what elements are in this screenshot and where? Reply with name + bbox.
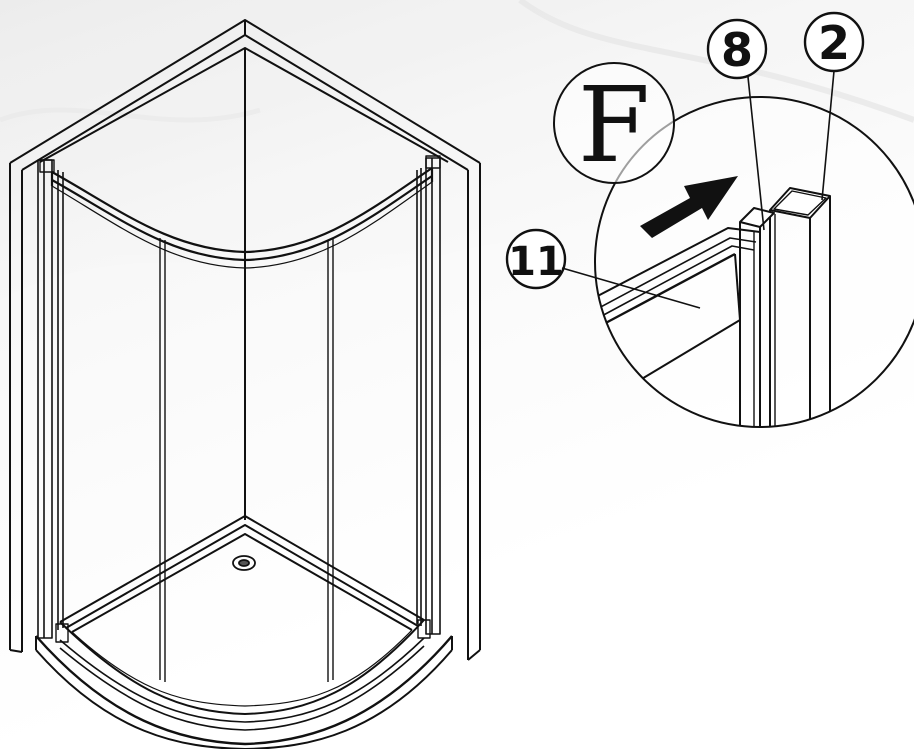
glass-edges — [159, 238, 334, 682]
callout-11: 11 — [505, 228, 701, 309]
rail-profile — [595, 227, 761, 381]
part-number-2: 2 — [818, 16, 850, 70]
wall-panels — [9, 19, 481, 661]
part-number-11: 11 — [508, 239, 564, 285]
arrow-right-up-icon — [640, 176, 738, 238]
profile-post — [769, 187, 831, 427]
profile-channel — [739, 207, 775, 427]
detail-view — [594, 96, 914, 428]
part-number-8: 8 — [721, 23, 753, 77]
callout-2: 2 — [803, 11, 865, 201]
wall-profiles — [37, 157, 441, 639]
shower-tray — [35, 515, 453, 749]
callout-F: F — [553, 62, 675, 186]
top-curved-rail — [39, 155, 441, 269]
detail-letter: F — [578, 64, 650, 186]
shower-enclosure — [9, 19, 481, 749]
drain-icon — [232, 555, 256, 571]
callout-8: 8 — [706, 18, 768, 231]
